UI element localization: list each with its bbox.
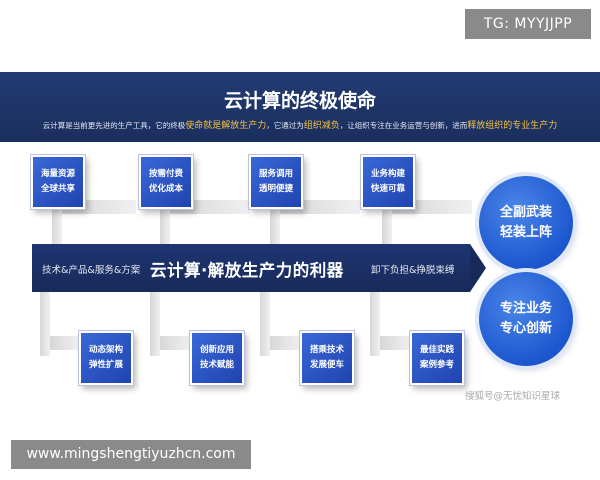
top-feature-box: 业务构建 快速可靠 [361,155,415,209]
connector-shadow [382,190,392,246]
connector-shadow [260,292,270,356]
bottom-feature-box: 创新应用 技术赋能 [190,331,244,385]
box-line: 技术赋能 [199,360,234,370]
box-line: 动态架构 [88,345,123,355]
banner-title: 云计算的终极使命 [223,90,376,112]
top-feature-box: 海量资源 全球共享 [31,155,85,209]
box-line: 案例参考 [419,360,454,370]
box-line: 海量资源 [40,169,75,179]
top-feature-box: 按需付费 优化成本 [139,155,193,209]
watermark-badge: TG: MYYJJPP [465,9,591,39]
subtitle-highlight: 释放组织的专业生产力 [467,121,558,131]
box-line: 按需付费 [148,169,183,179]
bottom-feature-box: 动态架构 弹性扩展 [79,331,133,385]
circle-line: 全副武装 [499,205,552,220]
box-line: 业务构建 [370,169,405,179]
connector-shadow [52,190,62,246]
circle-line: 轻装上阵 [499,225,552,240]
connector-shadow [160,190,170,246]
subtitle-highlight: 使命就是解放生产力 [185,121,267,131]
subtitle-text: 云计算是当前更先进的生产工具，它的终极 [42,121,186,130]
box-line: 创新应用 [199,345,234,355]
box-line: 弹性扩展 [88,360,123,370]
box-line: 快速可靠 [370,184,405,194]
connector-shadow [50,336,78,350]
box-line: 全球共享 [40,184,75,194]
circle-line: 专注业务 [499,301,552,316]
bottom-feature-box: 最佳实践 案例参考 [410,331,464,385]
arrow-left-label: 技术&产品&服务&方案 [42,265,141,276]
box-line: 最佳实践 [419,345,454,355]
connector-shadow [160,336,190,350]
box-line: 发展便车 [309,360,344,370]
title-banner: 云计算的终极使命 云计算是当前更先进的生产工具，它的终极使命就是解放生产力，它通… [0,72,600,142]
circle-line: 专心创新 [499,321,552,336]
box-line: 透明便捷 [258,184,293,194]
connector-shadow [370,292,380,356]
connector-shadow [270,336,300,350]
connector-shadow [380,336,410,350]
box-line: 优化成本 [148,184,183,194]
subtitle-highlight: 组织减负 [303,121,340,131]
main-arrow [32,244,470,292]
goal-circle: 全副武装 轻装上阵 [479,176,573,270]
arrow-right-label: 卸下负担&挣脱束缚 [371,265,455,276]
banner-subtitle: 云计算是当前更先进的生产工具，它的终极使命就是解放生产力，它通过为组织减负，让组… [0,118,600,131]
top-feature-box: 服务调用 透明便捷 [249,155,303,209]
source-watermark: 搜狐号@无忧知识星球 [465,391,561,402]
connector-shadow [40,292,50,356]
subtitle-text: ，让组织专注在业务运营与创新，进而 [339,121,468,130]
url-watermark: www.mingshengtiyuzhcn.com [11,440,251,469]
subtitle-text: ，它通过为 [266,121,304,130]
box-line: 搭乘技术 [309,345,344,355]
bottom-feature-box: 搭乘技术 发展便车 [300,331,354,385]
goal-circle: 专注业务 专心创新 [479,272,573,366]
connector-shadow [150,292,160,356]
box-line: 服务调用 [258,169,293,179]
connector-shadow [270,190,280,246]
arrow-head-icon [470,244,486,292]
arrow-center-title: 云计算·解放生产力的利器 [150,261,344,280]
